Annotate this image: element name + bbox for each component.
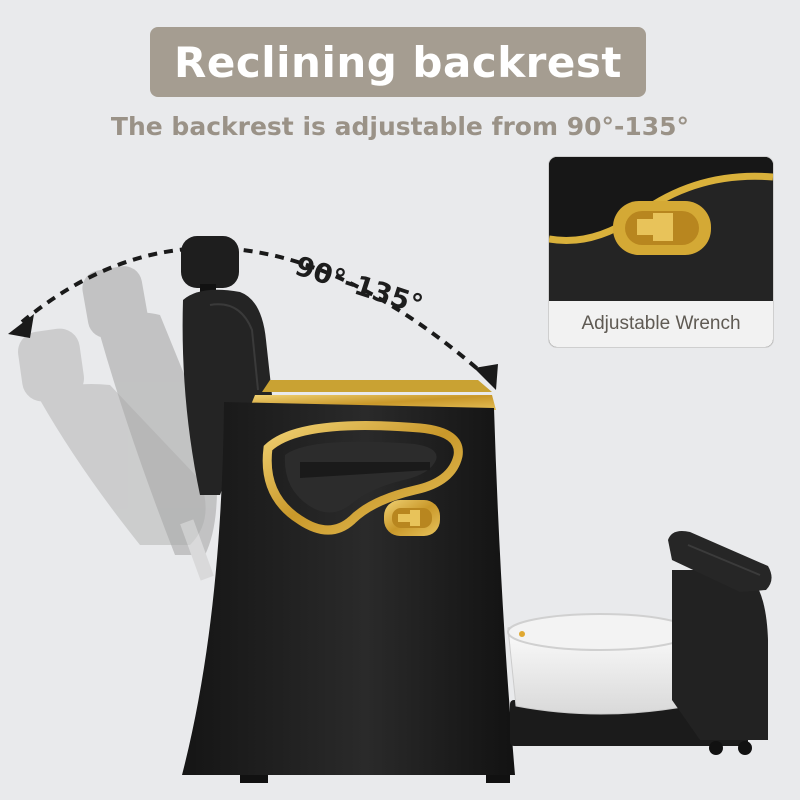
adjustable-wrench-inset: Adjustable Wrench <box>549 157 773 347</box>
foot-basin <box>507 613 693 715</box>
subtitle: The backrest is adjustable from 90°-135° <box>110 112 690 141</box>
double-headed-dashed-arc-arrow-icon <box>8 246 498 390</box>
inset-caption: Adjustable Wrench <box>549 301 773 347</box>
title-banner: Reclining backrest <box>150 27 646 97</box>
adjustable-wrench-icon <box>384 500 440 536</box>
footrest-cushion <box>668 531 772 740</box>
ghost-chair-mid-recline <box>82 266 218 581</box>
chair-base <box>182 402 515 783</box>
chair-backrest <box>181 236 272 495</box>
